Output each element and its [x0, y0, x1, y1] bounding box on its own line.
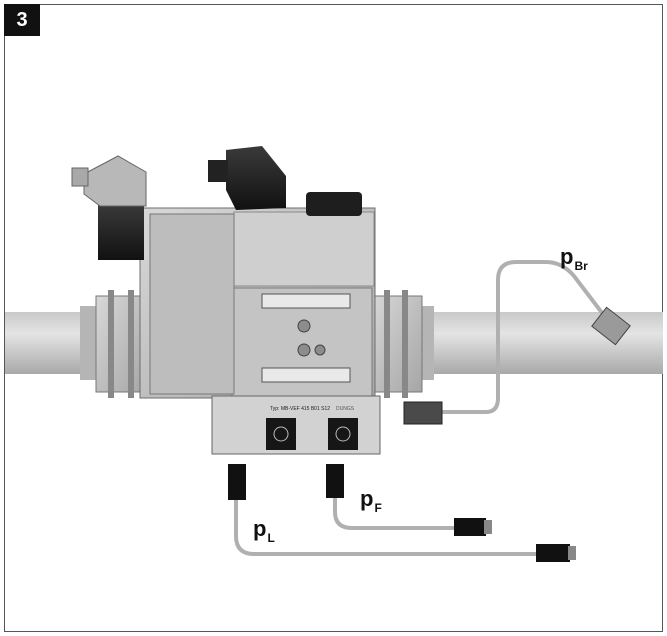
- flange-left: [95, 295, 147, 393]
- nameplate-brand: DUNGS: [336, 406, 355, 412]
- adjustment-cap: [306, 192, 362, 216]
- nameplate-type: Typ: MB-VEF 415 B01 S12: [270, 406, 330, 412]
- adjust-screw-middle: [297, 343, 311, 357]
- adjust-screw-top: [297, 319, 311, 333]
- solenoid-connector-right: [208, 146, 286, 210]
- figure-number: 3: [16, 8, 28, 31]
- figure-number-badge: 3: [4, 4, 40, 36]
- label-p-f: pF: [360, 486, 382, 515]
- label-p-br: pBr: [560, 244, 588, 273]
- pipe-right: [420, 312, 663, 374]
- flange-right: [369, 295, 423, 393]
- pressure-line-f: [333, 494, 460, 530]
- label-p-l: pL: [253, 516, 275, 545]
- pressure-line-l: [234, 498, 542, 556]
- indicator-slot-top: [261, 293, 351, 309]
- indicator-slot-bottom: [261, 367, 351, 383]
- pressure-line-br: [440, 260, 614, 414]
- solenoid-connector-left: [71, 155, 147, 260]
